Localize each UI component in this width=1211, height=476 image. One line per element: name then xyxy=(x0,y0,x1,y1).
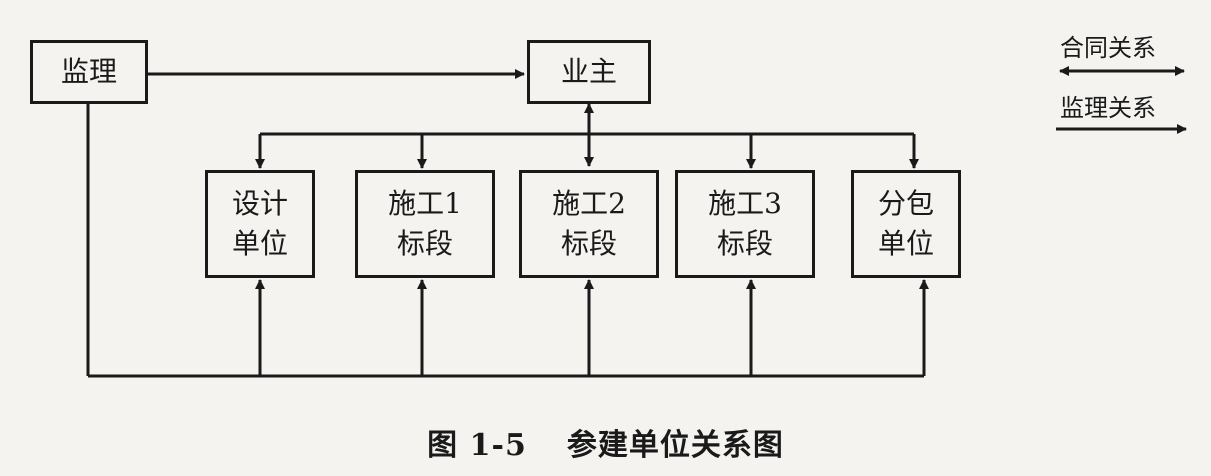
node-design-label: 设计 单位 xyxy=(231,187,288,260)
node-construction2-label: 施工2 标段 xyxy=(552,187,626,260)
node-construction3-label: 施工3 标段 xyxy=(708,187,782,260)
node-supervisor: 监理 xyxy=(30,40,148,104)
node-construction3: 施工3 标段 xyxy=(675,170,815,278)
node-subcontract-label: 分包 单位 xyxy=(877,187,934,260)
figure-number: 图 1-5 xyxy=(427,428,527,463)
legend-contract-label: 合同关系 xyxy=(1060,34,1156,62)
legend-supervision-label: 监理关系 xyxy=(1060,94,1156,122)
node-subcontract: 分包 单位 xyxy=(851,170,961,278)
figure-caption: 图 1-5 参建单位关系图 xyxy=(0,420,1211,464)
node-construction1: 施工1 标段 xyxy=(355,170,495,278)
node-owner: 业主 xyxy=(527,40,651,104)
node-construction1-label: 施工1 标段 xyxy=(388,187,462,260)
node-owner-label: 业主 xyxy=(560,55,617,88)
figure-title: 参建单位关系图 xyxy=(566,428,784,463)
node-supervisor-label: 监理 xyxy=(60,55,117,88)
node-construction2: 施工2 标段 xyxy=(519,170,659,278)
node-design: 设计 单位 xyxy=(205,170,315,278)
